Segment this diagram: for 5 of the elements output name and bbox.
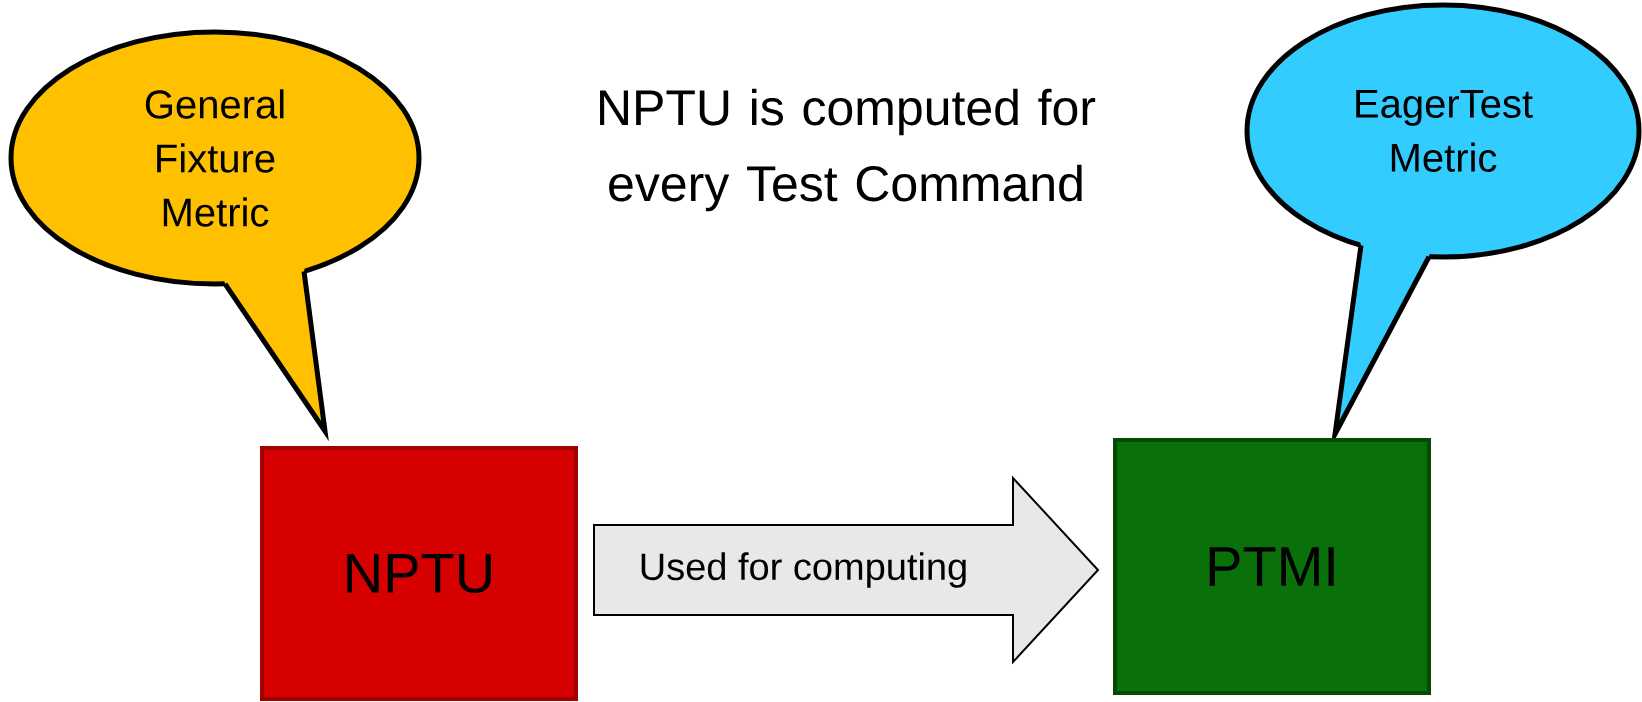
title-text: NPTU is computed for every Test Command [600, 88, 1096, 212]
edge-label: Used for computing [636, 550, 971, 590]
speech-bubble: General Fixture Metric [8, 29, 422, 442]
process-box: NPTU [260, 446, 578, 701]
process-box: PTMI [1113, 438, 1431, 695]
